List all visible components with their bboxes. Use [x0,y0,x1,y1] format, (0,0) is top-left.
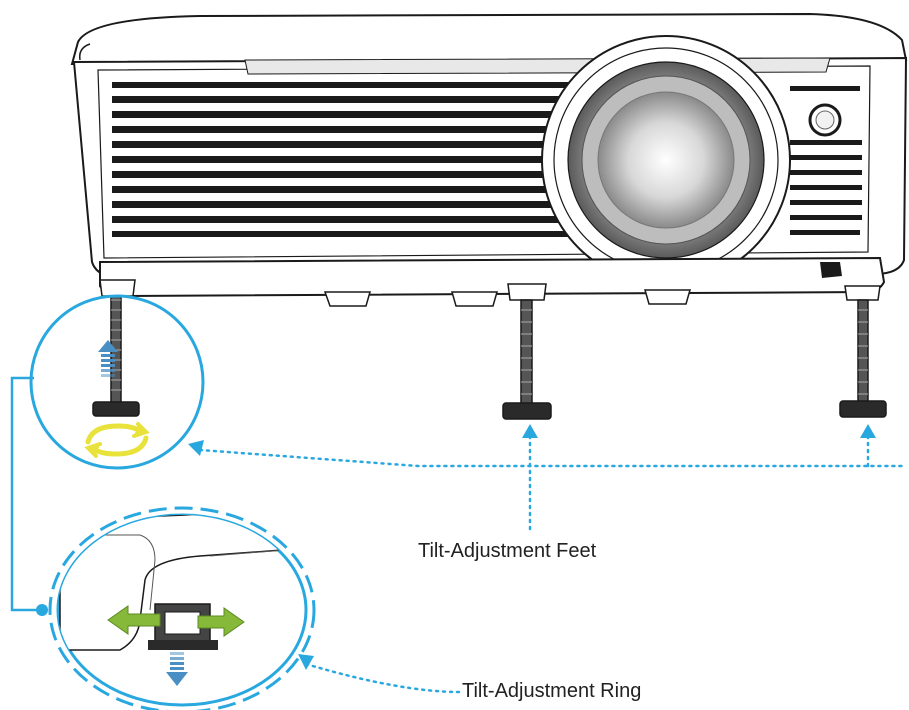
vent-grille [112,82,862,237]
tilt-adjustment-feet-label: Tilt-Adjustment Feet [418,540,597,562]
feet-leader-arrowheads [188,424,876,456]
tilt-adjustment-ring-label: Tilt-Adjustment Ring [462,680,642,702]
tilt-foot-center [502,283,552,420]
ring-leader-line [304,662,462,694]
tilt-foot-left [92,279,140,417]
tilt-foot-right [839,285,887,418]
projector-body [70,12,908,307]
lens [541,35,791,285]
up-arrow-icon [98,340,118,377]
bottom-pads [323,289,691,307]
ring-leader-arrowhead [298,654,314,670]
feet-leader-lines [198,434,908,532]
ring-rotate-arrows-icon [107,605,245,637]
rotate-arrows-icon [84,422,150,458]
foot-zoom-callout [29,294,205,470]
callout-connector [10,376,42,612]
down-arrow-icon [166,652,188,686]
ring-zoom-callout [48,506,316,710]
